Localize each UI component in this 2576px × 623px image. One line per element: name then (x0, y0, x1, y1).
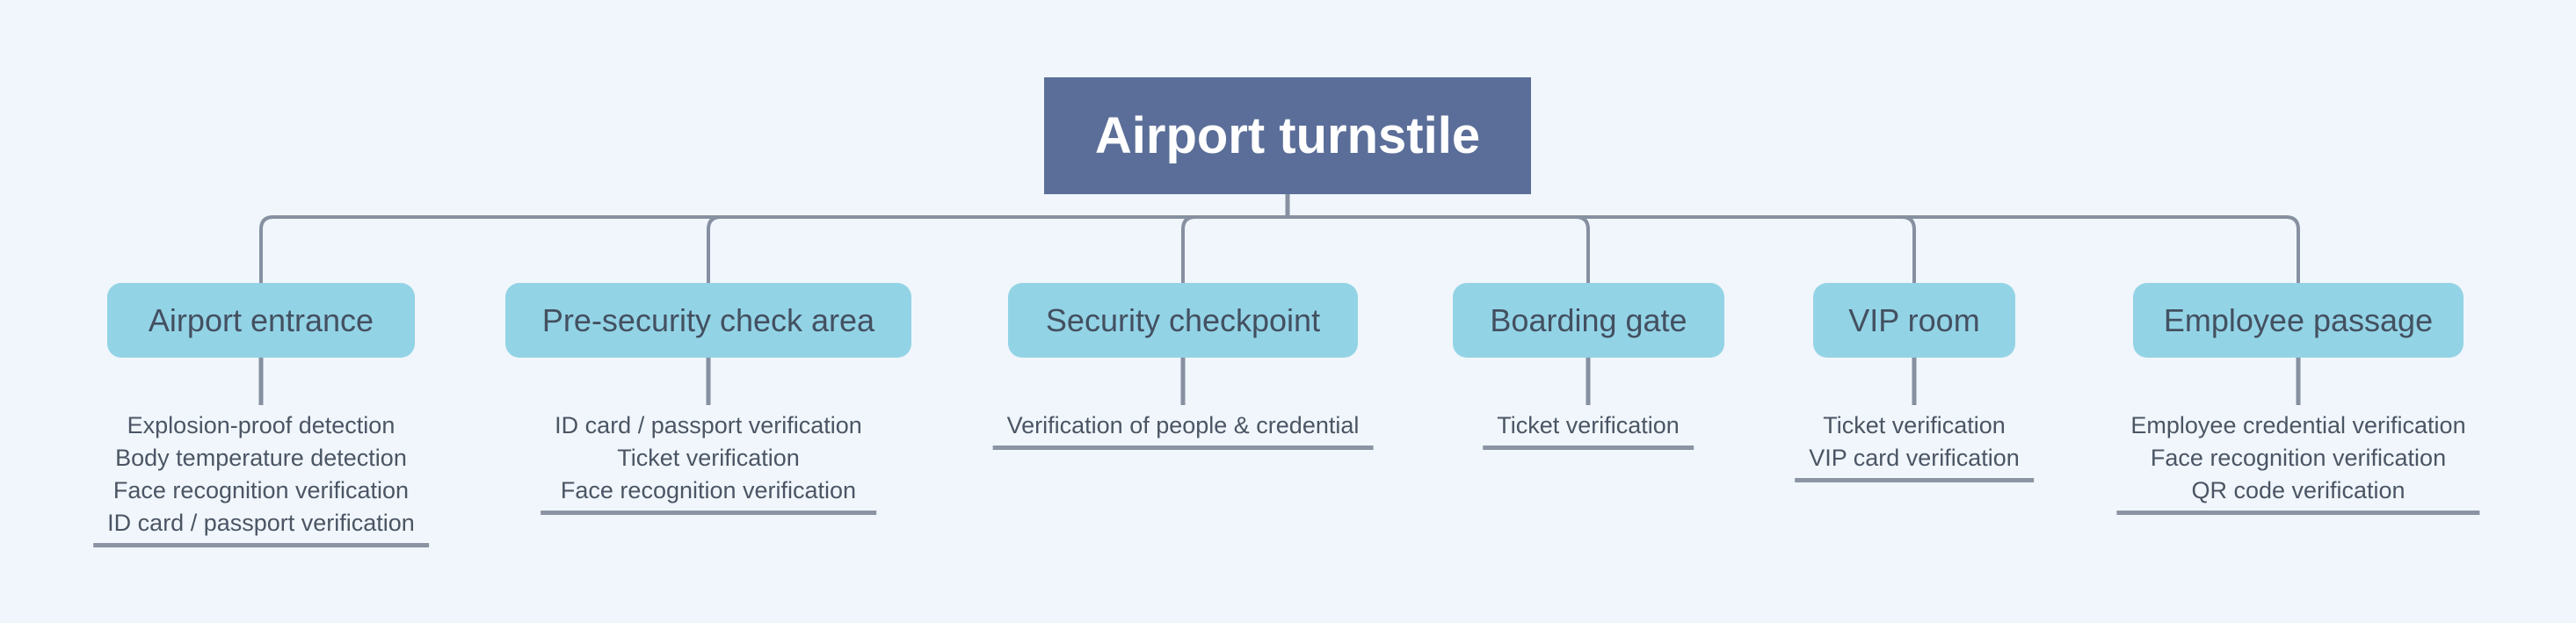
connector-edge-2 (707, 215, 1288, 283)
branch-items-boarding-gate: Ticket verification (1483, 409, 1694, 450)
list-item: VIP card verification (1809, 445, 2020, 471)
branch-node-employee-passage[interactable]: Employee passage (2133, 283, 2464, 358)
branch-node-boarding-gate[interactable]: Boarding gate (1453, 283, 1724, 358)
connector-edge-4 (1288, 215, 1590, 283)
list-item: QR code verification (2191, 477, 2405, 503)
list-item: Body temperature detection (115, 445, 407, 471)
list-item: Explosion-proof detection (127, 412, 395, 438)
connector-edge-6 (1288, 215, 2300, 283)
list-item: Ticket verification (1497, 412, 1680, 438)
list-item: Employee credential verification (2130, 412, 2466, 438)
branch-node-airport-entrance[interactable]: Airport entrance (107, 283, 415, 358)
list-item: Ticket verification (1823, 412, 2006, 438)
connector-edge-3 (1181, 215, 1288, 283)
list-item: Ticket verification (617, 445, 800, 471)
list-item: Face recognition verification (560, 477, 857, 503)
connector-edge-5 (1288, 215, 1916, 283)
connector-edge-1 (259, 215, 1288, 283)
branch-items-security-checkpoint: Verification of people & credential (992, 409, 1374, 450)
branch-node-security-checkpoint[interactable]: Security checkpoint (1008, 283, 1358, 358)
branch-node-vip-room[interactable]: VIP room (1813, 283, 2015, 358)
root-node-airport-turnstile[interactable]: Airport turnstile (1044, 77, 1531, 194)
list-item: Verification of people & credential (1006, 412, 1360, 438)
branch-node-pre-security-check-area[interactable]: Pre-security check area (505, 283, 911, 358)
list-item: ID card / passport verification (555, 412, 862, 438)
list-item: Face recognition verification (112, 477, 410, 503)
list-item: ID card / passport verification (107, 510, 415, 536)
list-item: Face recognition verification (2150, 445, 2447, 471)
